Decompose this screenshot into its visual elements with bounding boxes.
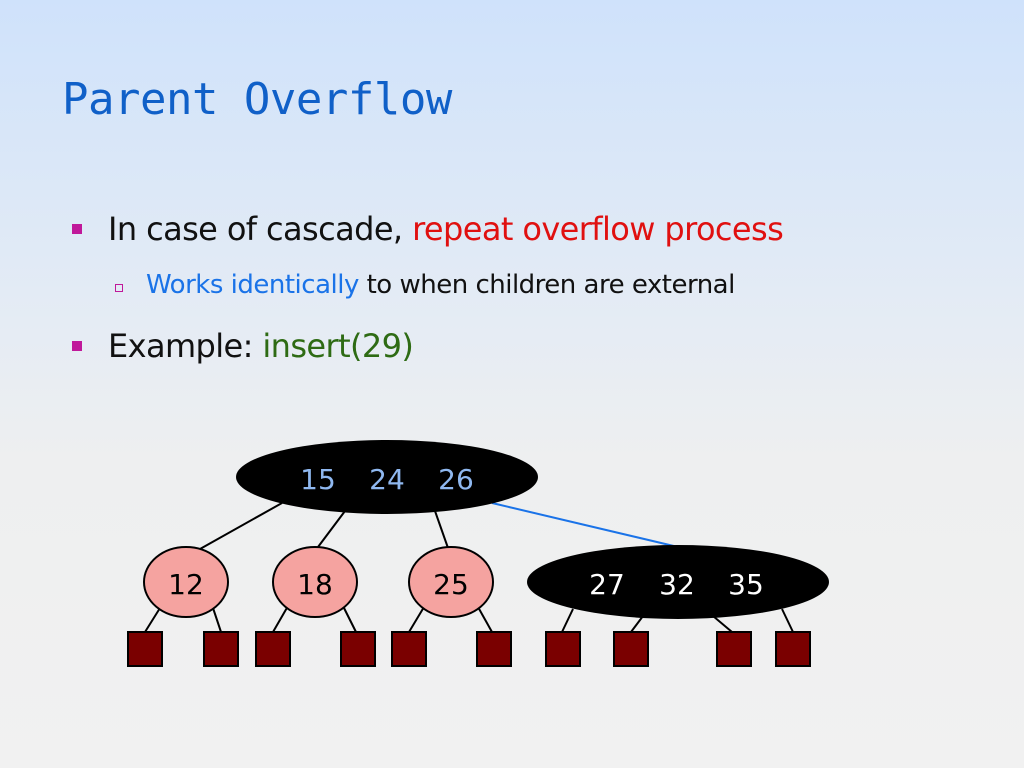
leaf-edge [144, 607, 161, 633]
sub-bullet-text: to when children are external [358, 270, 736, 300]
child-node-18 [272, 546, 358, 618]
bullet-cascade-text: In case of cascade, [108, 210, 413, 248]
bullet-example-text: Example: [108, 327, 263, 365]
child-node-12 [143, 546, 229, 618]
leaf-edge [561, 608, 574, 633]
external-leaf [716, 631, 752, 667]
bullet-cascade-highlight: repeat overflow process [412, 210, 784, 248]
edge-root-to-25 [434, 510, 449, 549]
external-leaf [255, 631, 291, 667]
root-key: 24 [369, 463, 405, 496]
leaf-edge [477, 606, 493, 633]
external-leaf [476, 631, 512, 667]
bullet-example: Example: insert(29) [108, 327, 414, 365]
overflow-node [527, 545, 829, 619]
child-key: 25 [433, 568, 469, 601]
edge-root-to-overflow-node [491, 502, 679, 548]
leaf-edge [781, 608, 794, 633]
external-leaf [340, 631, 376, 667]
child-key: 18 [297, 568, 333, 601]
leaf-edge [408, 606, 425, 633]
overflow-key: 32 [659, 568, 695, 601]
leaf-edge [712, 615, 733, 633]
slide-title: Parent Overflow [62, 74, 452, 125]
sub-bullet-highlight: Works identically [146, 270, 359, 300]
leaf-edge [212, 607, 222, 633]
bullet-marker [72, 341, 82, 351]
child-key: 12 [168, 568, 204, 601]
external-leaf [127, 631, 163, 667]
root-node [236, 440, 538, 514]
sub-bullet-works-identically: Works identically to when children are e… [146, 270, 735, 300]
edge-root-to-12 [199, 502, 283, 550]
overflow-key: 27 [589, 568, 625, 601]
leaf-edge [630, 615, 644, 633]
external-leaf [545, 631, 581, 667]
overflow-key: 35 [728, 568, 764, 601]
sub-bullet-marker [115, 284, 123, 292]
leaf-edge [342, 605, 357, 633]
external-leaf [203, 631, 239, 667]
edge-root-to-18 [317, 510, 346, 548]
leaf-edge [272, 605, 289, 633]
bullet-example-highlight: insert(29) [262, 327, 414, 365]
external-leaf [775, 631, 811, 667]
root-key: 26 [438, 463, 474, 496]
external-leaf [613, 631, 649, 667]
bullet-cascade: In case of cascade, repeat overflow proc… [108, 210, 784, 248]
bullet-marker [72, 224, 82, 234]
external-leaf [391, 631, 427, 667]
child-node-25 [408, 546, 494, 618]
root-key: 15 [300, 463, 336, 496]
